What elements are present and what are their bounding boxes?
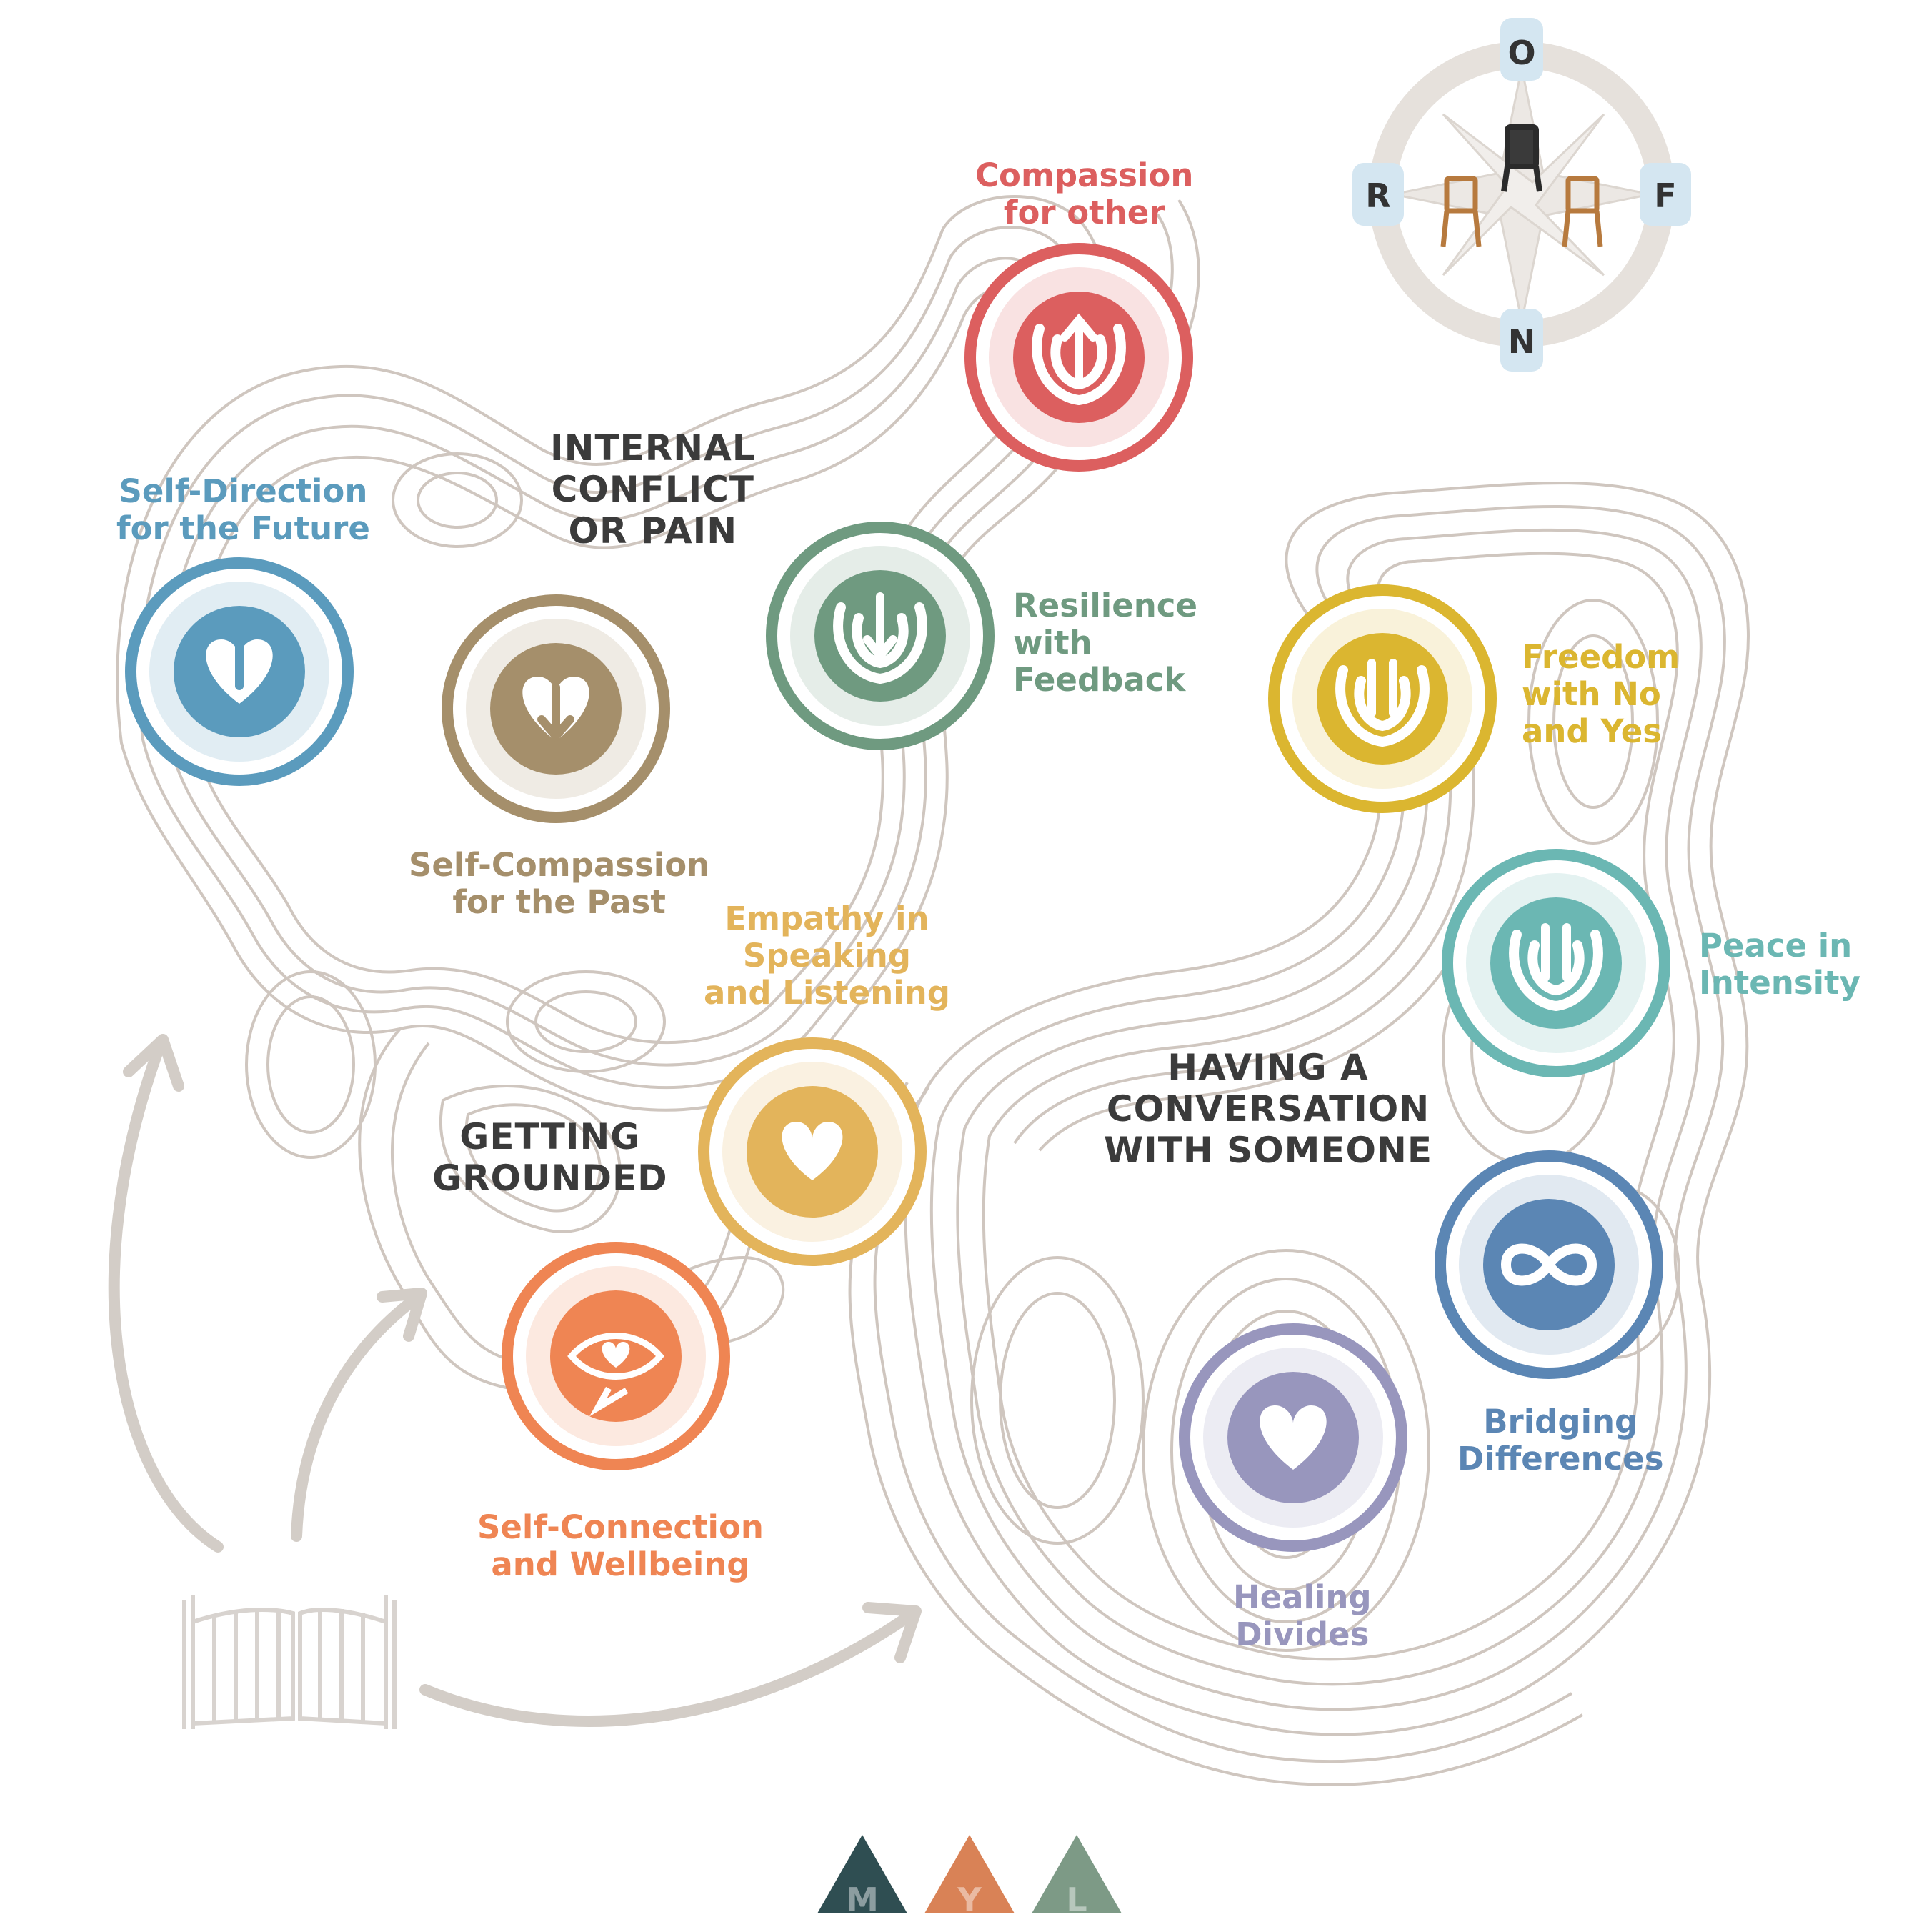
compass-badge-north bbox=[1500, 18, 1543, 81]
skill-label-line: Peace in bbox=[1699, 927, 1853, 965]
logo-letter-y: Y bbox=[957, 1881, 982, 1919]
chair-icon-top bbox=[1501, 124, 1542, 192]
skill-circle-compassion-other[interactable] bbox=[964, 243, 1193, 472]
chair-icon-left bbox=[1440, 176, 1482, 247]
skill-label-line: and Wellbeing bbox=[491, 1545, 750, 1584]
skill-label-line: and Listening bbox=[704, 974, 950, 1012]
label-bridging: Bridging Differences bbox=[1457, 1403, 1663, 1478]
skill-label-line: Differences bbox=[1457, 1440, 1664, 1478]
compass-badge-east bbox=[1640, 163, 1691, 226]
label-self-direction: Self-Direction for the Future bbox=[116, 472, 370, 548]
arrow-head-self-direction bbox=[123, 1034, 184, 1092]
skill-circles bbox=[125, 243, 1670, 1552]
compass-badge-west bbox=[1352, 163, 1404, 226]
raised-hands-icon bbox=[1509, 923, 1603, 1012]
skill-label-line: Resilience bbox=[1013, 587, 1197, 624]
skill-circle-resilience[interactable] bbox=[766, 522, 995, 750]
skill-label-line: Divides bbox=[1235, 1615, 1370, 1654]
skill-circle-bridging[interactable] bbox=[1435, 1150, 1663, 1379]
arrow-to-getting-grounded bbox=[291, 1291, 424, 1542]
section-internal-conflict: INTERNAL CONFLICT OR PAIN bbox=[550, 427, 756, 552]
section-line: INTERNAL bbox=[550, 427, 756, 469]
label-empathy: Empathy in Speaking and Listening bbox=[704, 900, 950, 1012]
skill-label-line: for other bbox=[1003, 194, 1165, 232]
logo-triangle-m bbox=[817, 1835, 907, 1913]
skill-circle-empathy[interactable] bbox=[698, 1037, 927, 1266]
skill-circle-freedom[interactable] bbox=[1268, 584, 1497, 813]
myl-logo: M Y L bbox=[817, 1835, 1122, 1919]
skill-label-line: Freedom bbox=[1522, 638, 1680, 676]
label-resilience: Resilience with Feedback bbox=[1013, 587, 1197, 699]
skill-label-line: and Yes bbox=[1522, 712, 1663, 751]
skill-circle-self-direction[interactable] bbox=[125, 557, 354, 786]
skill-label-line: for the Past bbox=[452, 883, 666, 922]
label-self-compassion: Self-Compassion for the Past bbox=[409, 846, 710, 922]
arrow-head-conversation bbox=[862, 1602, 922, 1663]
skill-label-line: Compassion bbox=[975, 156, 1194, 194]
section-having-conversation: HAVING A CONVERSATION WITH SOMEONE bbox=[1104, 1047, 1432, 1171]
skill-label-line: Self-Connection bbox=[477, 1508, 764, 1546]
heart-arrow-up-icon bbox=[206, 613, 273, 704]
gate-icon bbox=[182, 1595, 397, 1729]
section-line: GETTING bbox=[459, 1116, 641, 1157]
skill-label-line: Self-Compassion bbox=[409, 846, 710, 884]
label-healing: Healing Divides bbox=[1233, 1578, 1372, 1654]
logo-letter-m: M bbox=[846, 1881, 879, 1919]
compass: O N R F bbox=[1352, 18, 1691, 372]
compass-label-north: O bbox=[1507, 34, 1535, 72]
hands-heart-down-icon bbox=[833, 592, 927, 684]
logo-triangle-y bbox=[924, 1835, 1015, 1913]
arrow-to-self-direction bbox=[108, 1037, 224, 1553]
hands-heart-up-icon bbox=[1032, 313, 1126, 406]
skill-label-line: Self-Direction bbox=[119, 472, 368, 510]
label-compassion-for-other: Compassion for other bbox=[975, 156, 1194, 232]
skill-label-line: with No bbox=[1522, 675, 1661, 714]
section-line: HAVING A bbox=[1167, 1047, 1369, 1088]
skill-core bbox=[1490, 897, 1622, 1029]
skill-circle-healing[interactable] bbox=[1179, 1323, 1407, 1552]
skill-label-line: Feedback bbox=[1013, 661, 1186, 699]
heart-arrow-down-icon bbox=[522, 677, 589, 743]
skill-label-line: Intensity bbox=[1699, 964, 1860, 1002]
chair-icon-right bbox=[1562, 176, 1603, 247]
label-freedom: Freedom with No and Yes bbox=[1522, 638, 1680, 751]
section-line: CONFLICT bbox=[551, 469, 755, 510]
skill-circle-peace[interactable] bbox=[1442, 849, 1670, 1077]
heart-infinity-icon bbox=[1260, 1405, 1327, 1470]
skill-label-line: with bbox=[1013, 624, 1092, 662]
skill-label-line: Speaking bbox=[742, 937, 911, 975]
eye-heart-bubble-icon bbox=[567, 1333, 664, 1417]
section-line: GROUNDED bbox=[432, 1157, 668, 1199]
section-line: WITH SOMEONE bbox=[1104, 1130, 1433, 1171]
skill-circle-self-compassion[interactable] bbox=[442, 594, 670, 823]
arrow-head-getting-grounded bbox=[377, 1288, 427, 1342]
path-arrows bbox=[108, 1034, 922, 1727]
skill-label-line: for the Future bbox=[116, 509, 370, 548]
heart-speech-bubble-icon bbox=[782, 1122, 843, 1180]
skill-circle-self-connection[interactable] bbox=[502, 1242, 730, 1470]
label-peace: Peace in Intensity bbox=[1699, 927, 1860, 1002]
section-getting-grounded: GETTING GROUNDED bbox=[432, 1116, 668, 1199]
logo-triangle-l bbox=[1032, 1835, 1122, 1913]
label-self-connection: Self-Connection and Wellbeing bbox=[477, 1508, 764, 1584]
skill-label-line: Bridging bbox=[1483, 1403, 1638, 1440]
compass-label-west: R bbox=[1365, 176, 1390, 215]
infinity-icon bbox=[1500, 1243, 1597, 1286]
section-line: CONVERSATION bbox=[1106, 1088, 1430, 1130]
compass-label-south: N bbox=[1508, 322, 1536, 361]
skill-label-line: Empathy in bbox=[724, 900, 929, 937]
compass-label-east: F bbox=[1654, 176, 1676, 215]
logo-letter-l: L bbox=[1066, 1881, 1087, 1919]
compass-badge-south bbox=[1500, 309, 1543, 372]
section-line: OR PAIN bbox=[568, 510, 738, 552]
skill-label-line: Healing bbox=[1233, 1578, 1372, 1616]
open-hands-icon bbox=[1335, 659, 1430, 747]
skill-core bbox=[1317, 633, 1448, 765]
arrow-to-conversation bbox=[419, 1609, 917, 1727]
